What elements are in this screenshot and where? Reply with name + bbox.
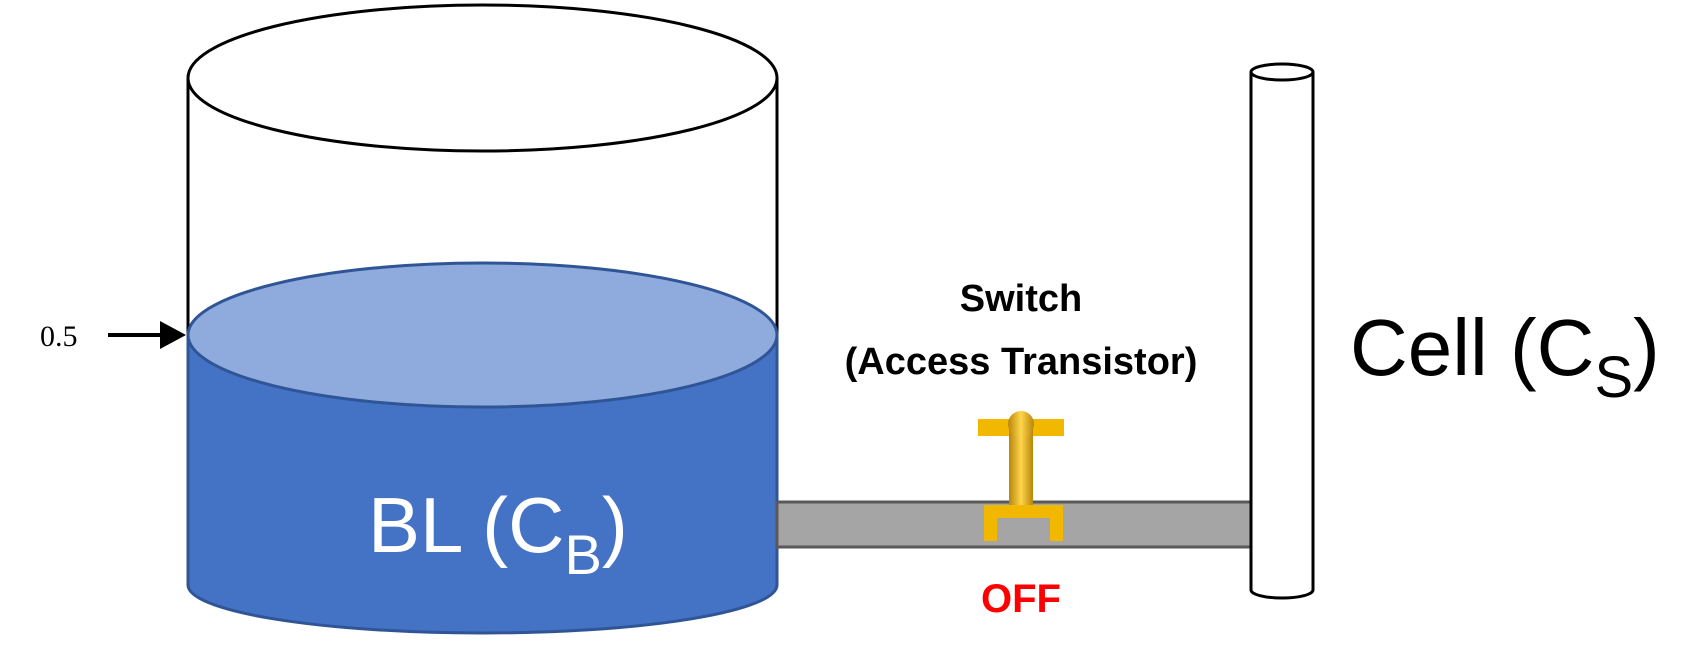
tank-top-rim bbox=[186, 3, 779, 153]
cell-label: Cell (CS) bbox=[1350, 303, 1660, 410]
bitline-tank: BL (CB) bbox=[186, 3, 779, 635]
level-marker: 0.5 bbox=[40, 320, 186, 353]
switch-state: OFF bbox=[981, 577, 1061, 621]
water-surface bbox=[186, 261, 779, 409]
cell-column-walls bbox=[1249, 72, 1315, 600]
cell-column bbox=[1249, 62, 1315, 600]
valve-body bbox=[984, 505, 1063, 541]
valve-icon bbox=[978, 411, 1064, 541]
valve-knob bbox=[1008, 411, 1034, 437]
switch-label-line1: Switch bbox=[960, 278, 1082, 320]
switch-label-line2: (Access Transistor) bbox=[845, 341, 1198, 383]
tank-water bbox=[186, 333, 779, 635]
level-arrow-head bbox=[160, 321, 186, 349]
bitline-label: BL (CB) bbox=[368, 481, 628, 586]
valve-stem bbox=[1009, 425, 1033, 505]
level-value: 0.5 bbox=[40, 320, 78, 353]
cell-column-top bbox=[1249, 62, 1315, 82]
